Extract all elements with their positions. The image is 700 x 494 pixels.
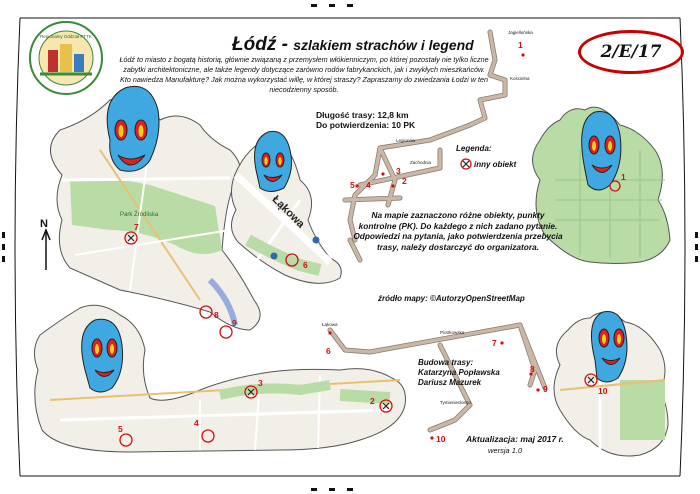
ghost-map-1: [532, 106, 671, 264]
pk-number: 6: [326, 346, 331, 356]
map-source: źródło mapy: ©AutorzyOpenStreetMap: [378, 294, 525, 303]
street-label: Jagiellońska: [508, 30, 533, 35]
pk-number: 3: [396, 166, 401, 176]
pk-number: 3: [258, 378, 263, 388]
legend-marker-icon: [460, 158, 472, 170]
route-length: Długość trasy: 12,8 km: [316, 110, 409, 120]
border-dash-marks: [2, 4, 698, 491]
updated-date: Aktualizacja: maj 2017 r.: [466, 434, 564, 444]
pk-number: 7: [134, 222, 139, 232]
street-label: Zachodnia: [410, 160, 432, 165]
route-overview-map: [327, 29, 548, 440]
route-code-badge: 2/E/17: [578, 30, 684, 74]
pk-number: 8: [214, 310, 219, 320]
ghost-map-6: [231, 130, 342, 284]
street-label: Legionów: [396, 138, 416, 143]
route-confirm-count: Do potwierdzenia: 10 PK: [316, 120, 416, 130]
street-label: Tymienieckiego: [440, 400, 472, 405]
pk-number: 8: [530, 364, 535, 374]
page-title: Łódź - szlakiem strachów i legend: [232, 34, 474, 56]
ghost-map-7-8-9: [50, 85, 261, 331]
pk-number: 9: [543, 384, 548, 394]
pk-number: 6: [303, 260, 308, 270]
pk-number: 7: [492, 338, 497, 348]
legend-title: Legenda:: [456, 144, 492, 153]
pk-number: 2: [370, 396, 375, 406]
compass-north-label: N: [40, 218, 48, 230]
legend-other-object: inny obiekt: [474, 160, 517, 169]
title-dash: -: [276, 34, 294, 55]
compass-arrow-icon: [41, 227, 51, 270]
park-label: Park Źródliska: [120, 212, 159, 218]
title-subtitle: szlakiem strachów i legend: [293, 37, 474, 53]
pttk-logo-icon: [29, 21, 103, 95]
street-label: Piotrkowska: [440, 330, 465, 335]
ghost-map-10: [553, 310, 669, 457]
pk-number: 1: [621, 172, 626, 182]
street-label: Kościelna: [510, 76, 530, 81]
authors-label: Budowa trasy:: [418, 358, 474, 367]
logo-text: Regionalny Oddział PTTK: [40, 34, 92, 39]
pk-number: 10: [436, 434, 446, 444]
pk-number: 2: [402, 176, 407, 186]
author-2: Dariusz Mazurek: [418, 378, 482, 387]
street-label: Łąkowa: [322, 322, 338, 327]
pk-number: 9: [232, 318, 237, 328]
ghost-map-2-3-4-5: [34, 304, 406, 453]
pk-number: 5: [350, 180, 355, 190]
info-text: Na mapie zaznaczono różne obiekty, punkt…: [353, 210, 563, 252]
pk-number: 5: [118, 424, 123, 434]
title-city: Łódź: [232, 34, 277, 55]
pk-number: 10: [598, 386, 608, 396]
pk-number: 4: [366, 180, 371, 190]
author-1: Katarzyna Popławska: [418, 368, 500, 377]
pk-number: 4: [194, 418, 199, 428]
version-label: wersja 1.0: [488, 446, 523, 455]
pk-number: 1: [518, 40, 523, 50]
authors-block: Budowa trasy: Katarzyna Popławska Darius…: [418, 358, 500, 388]
intro-text: Łódź to miasto z bogatą historią, główni…: [119, 55, 489, 94]
route-stats: Długość trasy: 12,8 km Do potwierdzenia:…: [316, 110, 415, 130]
